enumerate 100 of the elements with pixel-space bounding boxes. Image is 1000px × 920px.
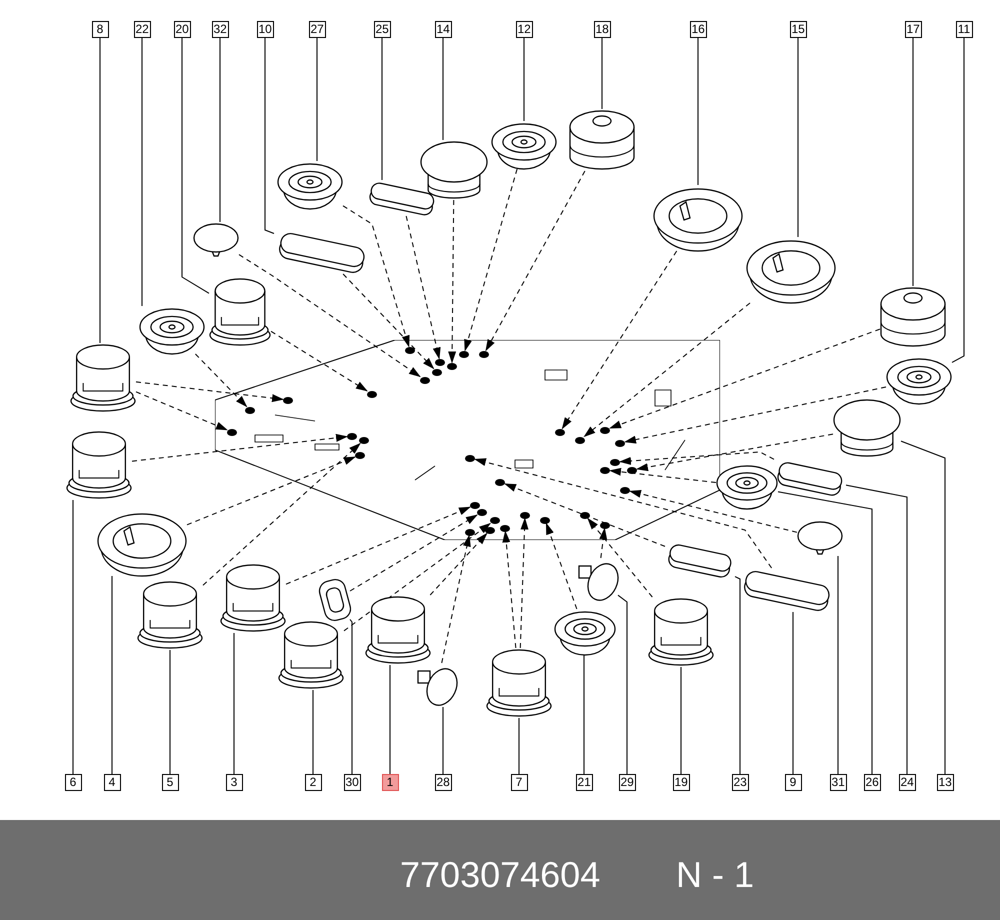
grommet-drawing — [554, 609, 616, 655]
arrow — [344, 522, 491, 632]
callout-number: 28 — [434, 774, 452, 791]
leader-line — [182, 38, 210, 294]
leader-line — [912, 38, 914, 286]
arrow — [136, 381, 284, 402]
leader-line — [846, 484, 908, 774]
leader-line — [952, 38, 964, 363]
callout-number: 23 — [732, 774, 748, 791]
arrow — [441, 534, 471, 664]
callout-number: 31 — [830, 774, 846, 791]
callout-number: 19 — [672, 774, 690, 791]
arrow — [504, 483, 666, 547]
leader-line — [442, 706, 444, 774]
grommet-drawing — [886, 356, 952, 404]
grommet-drawing — [491, 121, 557, 169]
arrow — [609, 468, 716, 483]
leader-line — [778, 491, 872, 774]
callout-number: 4 — [104, 774, 120, 791]
leader-line — [316, 38, 318, 162]
floor-panel-drawing — [215, 340, 720, 540]
arrow — [286, 506, 471, 585]
leader-line — [618, 594, 628, 774]
callout-number: 27 — [308, 21, 326, 38]
arrow — [186, 456, 356, 526]
arrow — [342, 205, 410, 348]
callout-number: 12 — [516, 21, 532, 38]
quantity-label: N - 1 — [676, 854, 754, 896]
arrow — [132, 434, 348, 462]
flat-plug-drawing — [833, 398, 901, 458]
leader-line — [680, 666, 682, 774]
cap-plug-drawing — [486, 648, 552, 718]
dome-plug-drawing — [193, 222, 239, 258]
arrow — [342, 274, 434, 370]
callout-number: 3 — [226, 774, 242, 791]
leader-line — [792, 612, 794, 774]
callout-number: 17 — [904, 21, 922, 38]
callout-number: 25 — [374, 21, 390, 38]
callout-number: 22 — [134, 21, 150, 38]
arrow — [624, 386, 886, 444]
leader-line — [442, 38, 444, 140]
callout-number: 10 — [256, 21, 274, 38]
arrow — [406, 216, 441, 360]
callout-number: 7 — [510, 774, 528, 791]
arrow — [202, 442, 361, 586]
arrow — [464, 168, 518, 352]
arrow — [136, 391, 228, 430]
arrow — [629, 490, 798, 533]
callout-number: 26 — [864, 774, 880, 791]
arrow — [350, 514, 478, 592]
arrow — [619, 452, 774, 465]
cap-plug-drawing — [66, 430, 132, 500]
cap-plug-drawing — [70, 343, 136, 413]
part-number: 7703074604 — [400, 854, 600, 896]
leader-line — [312, 690, 314, 774]
callout-number: 30 — [344, 774, 360, 791]
leader-line — [264, 38, 274, 234]
arrow — [474, 458, 772, 568]
arrow — [636, 434, 834, 472]
cap-plug-drawing — [278, 620, 344, 690]
dome-plug-drawing — [797, 520, 843, 556]
stepped-plug-drawing — [569, 109, 635, 171]
leader-line — [900, 440, 946, 774]
grommet-drawing — [277, 161, 343, 209]
callout-number: 24 — [898, 774, 916, 791]
cap-plug-drawing — [220, 563, 286, 633]
arrow — [546, 522, 578, 610]
callout-number: 32 — [212, 21, 228, 38]
cap-plug-drawing — [365, 595, 431, 665]
callout-number: 6 — [64, 774, 82, 791]
arrow — [520, 518, 528, 648]
callout-number: 13 — [936, 774, 954, 791]
callout-number: 21 — [576, 774, 592, 791]
cap-plug-drawing — [648, 597, 714, 667]
callout-number: 9 — [784, 774, 802, 791]
oval-ring-drawing — [320, 578, 350, 622]
callout-number: 5 — [162, 774, 178, 791]
arrow — [430, 532, 488, 596]
callout-number: 16 — [690, 21, 706, 38]
cap-plug-drawing — [137, 580, 203, 650]
arrow — [238, 254, 421, 378]
arrow — [448, 200, 456, 364]
arrow — [502, 530, 516, 648]
arrow — [485, 170, 586, 352]
leader-line — [350, 618, 352, 774]
callout-number: 20 — [174, 21, 190, 38]
arrow — [562, 250, 678, 430]
arrow — [587, 518, 653, 598]
arrow — [194, 354, 248, 408]
callout-number: 11 — [956, 21, 972, 38]
callout-number: 29 — [618, 774, 636, 791]
stepped-plug-drawing — [880, 286, 946, 348]
grommet-drawing — [716, 463, 778, 509]
callout-number: 15 — [790, 21, 806, 38]
cap-plug-drawing — [209, 277, 271, 347]
callout-number: 18 — [594, 21, 610, 38]
leader-line — [72, 500, 74, 774]
arrow — [584, 302, 750, 438]
leader-line — [734, 576, 740, 774]
callout-number: 14 — [434, 21, 452, 38]
